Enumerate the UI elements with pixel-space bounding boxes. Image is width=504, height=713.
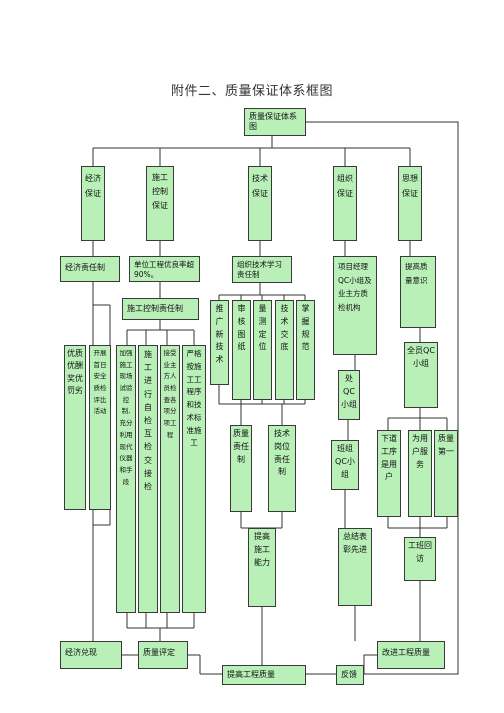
node-self-mutual-inspection: 施工进行自检互检交接检 (138, 345, 158, 613)
node-strict-process: 严格按施工工程序和技术标准施工 (182, 345, 206, 613)
node-unit-project-target: 单位工程优良率超90%。 (129, 256, 200, 282)
node-dept-qc-group: 处QC小组 (338, 370, 360, 420)
node-review-drawings: 审核图纸 (232, 300, 251, 400)
node-serve-user: 为用户服务 (408, 430, 432, 517)
node-economic-fulfill: 经济兑现 (60, 641, 122, 669)
node-quality-evaluation: 质量评定 (138, 641, 188, 669)
node-all-staff-qc: 全员QC小组 (404, 342, 438, 408)
node-summarize-commend: 总结表彰先进 (338, 528, 372, 606)
node-team-qc-group: 班组QC小组 (331, 440, 359, 490)
node-raise-quality-awareness: 提高质量意识 (400, 256, 436, 328)
node-improve-project-quality: 改进工程质量 (377, 641, 445, 669)
node-technical: 技术保证 (248, 166, 272, 241)
node-organization: 组织保证 (333, 166, 357, 241)
node-ideology: 思想保证 (398, 166, 422, 241)
node-quality-first: 质量第一 (434, 430, 458, 517)
node-improve-construction: 提高施工能力 (248, 528, 276, 607)
node-technical-handover: 技术交底 (275, 300, 294, 400)
node-econ-responsibility: 经济责任制 (60, 256, 120, 282)
node-promote-new-tech: 推广新技术 (210, 300, 229, 385)
node-next-process-user: 下道工序是用户 (377, 430, 401, 517)
node-team-revisit: 工班回访 (404, 537, 436, 581)
node-tech-post-responsibility: 技术岗位责任制 (268, 425, 296, 512)
node-bonus-attendance: 开展首日安全质检评比活动 (89, 345, 111, 510)
node-owner-inspection: 接受业主方人员检查各项分项工程 (160, 345, 180, 613)
node-quality-responsibility: 质量责任制 (230, 425, 252, 512)
page-title: 附件二、质量保证体系框图 (170, 84, 333, 99)
node-tech-org-responsibility: 组织技术学习责任制 (232, 256, 292, 283)
node-root: 质量保证体系图 (244, 108, 306, 136)
node-lab-tests: 加强施工现场试验控制,充分利用现代仪器和手段 (116, 345, 136, 613)
node-master-specs: 掌握规范 (296, 300, 315, 400)
node-construction-control: 施工控制保证 (146, 166, 174, 241)
node-project-qc-group: 项目经理QC小组及业主方质检机构 (333, 256, 377, 355)
node-economic: 经济保证 (81, 166, 105, 241)
node-feedback: 反馈 (336, 665, 364, 685)
node-raise-project-quality: 提高工程质量 (222, 665, 306, 685)
node-measure-positioning: 量测定位 (253, 300, 272, 400)
node-construction-control-responsibility: 施工控制责任制 (122, 298, 199, 320)
node-quality-reward-punish: 优质优酬奖优罚劣 (64, 345, 86, 510)
